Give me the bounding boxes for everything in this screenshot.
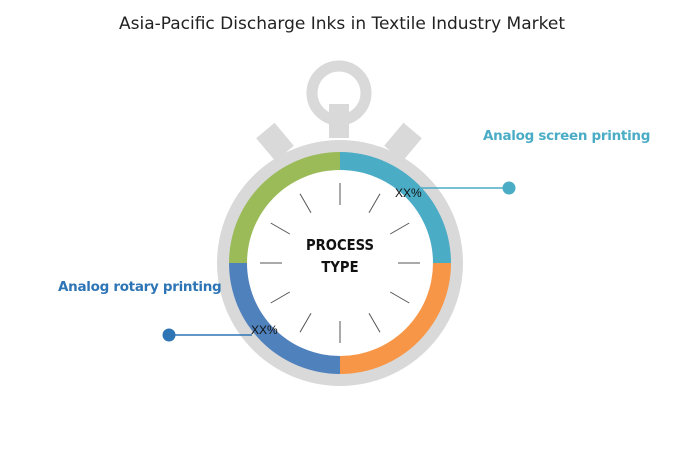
tick-mark: [299, 193, 312, 214]
tick-marks: [260, 183, 420, 343]
left-button: [256, 122, 294, 162]
tick-mark: [270, 222, 291, 235]
screen-printing-label: Analog screen printing: [483, 128, 651, 144]
right-button: [384, 122, 422, 162]
tick-mark: [389, 291, 410, 304]
center-label-line2: TYPE: [321, 258, 359, 276]
rotary-leader-dot: [162, 328, 176, 342]
watch-face: [247, 170, 433, 356]
tick-mark: [368, 312, 381, 333]
chart-title: Asia-Pacific Discharge Inks in Textile I…: [118, 14, 565, 34]
tick-mark: [270, 291, 291, 304]
center-label: PROCESS TYPE: [298, 234, 383, 278]
screen-leader-dot: [502, 181, 516, 195]
center-label-line1: PROCESS: [305, 236, 375, 254]
tick-mark: [299, 312, 312, 333]
screen-percent: XX%: [395, 186, 422, 200]
tick-mark: [368, 193, 381, 214]
crown-stem: [329, 104, 349, 138]
rotary-percent: XX%: [251, 323, 278, 337]
tick-mark: [389, 222, 410, 235]
rotary-printing-label: Analog rotary printing: [58, 279, 222, 295]
